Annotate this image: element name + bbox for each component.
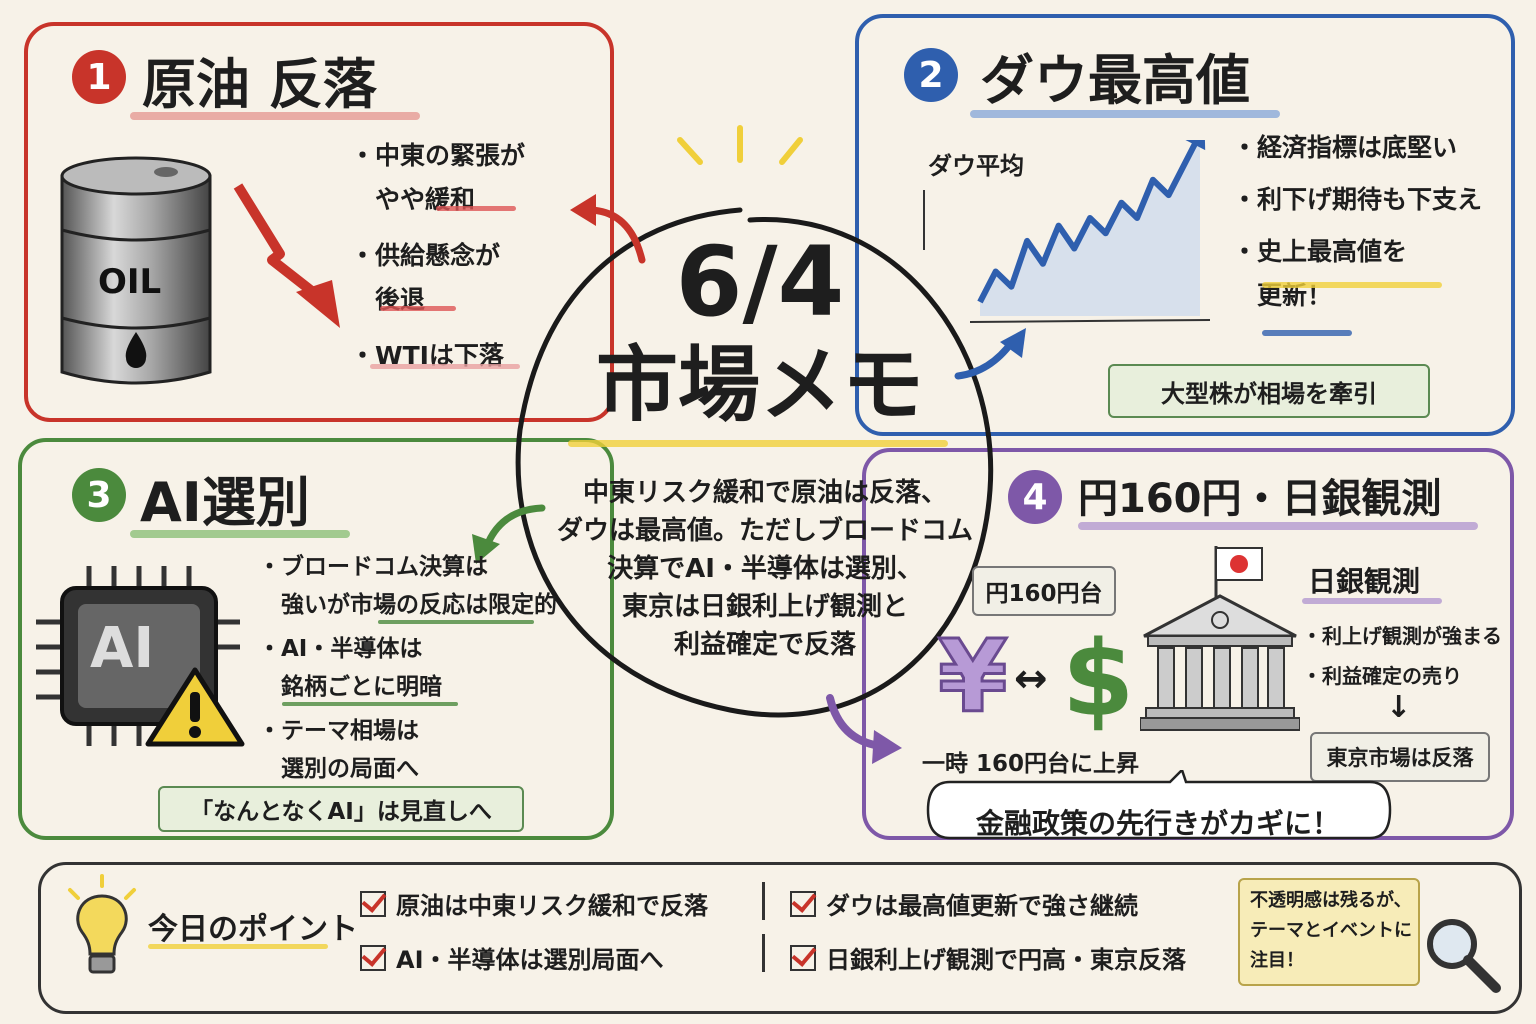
center-title-underline	[568, 440, 948, 447]
lightbulb-icon	[68, 874, 136, 974]
yen-symbol-icon: ¥	[937, 617, 1010, 737]
panel2-takeaway-box: 大型株が相場を牽引	[1108, 364, 1430, 418]
footer-point-2: ダウは最高値更新で強さ継続	[790, 886, 1138, 921]
panel3-bullets: ・ブロードコム決算は 強いが市場の反応は限定的 ・AI・半導体は 銘柄ごとに明暗…	[258, 548, 557, 788]
highlight-underline	[1262, 282, 1442, 288]
ai-chip-label: AI	[90, 616, 155, 681]
center-title: 市場メモ	[595, 338, 924, 433]
highlight-underline	[378, 620, 534, 624]
arrow-to-oil-icon	[570, 194, 646, 264]
oil-barrel-icon	[60, 156, 212, 385]
panel-ai	[18, 438, 614, 840]
speech-bubble	[926, 770, 1392, 840]
yen-160-box: 円160円台	[972, 566, 1116, 616]
dow-line-chart	[923, 140, 1211, 323]
panel2-number-badge: 2	[904, 48, 958, 102]
checkbox-icon	[790, 944, 816, 971]
ai-chip-icon	[36, 566, 240, 746]
price-down-arrow-icon	[233, 183, 340, 328]
center-summary: 中東リスク緩和で原油は反落、 ダウは最高値。ただしブロードコム 決算でAI・半導…	[556, 478, 973, 660]
panel1-title: 原油 反落	[142, 53, 377, 116]
panel3-takeaway-box: 「なんとなくAI」は見直しへ	[158, 786, 524, 832]
panel2-bullet-2: ・利下げ期待も下支え	[1232, 185, 1483, 214]
arrow-to-yen-icon	[826, 694, 902, 764]
sparkle-lines-icon	[677, 125, 803, 165]
footer-point-1: 原油は中東リスク緩和で反落	[360, 886, 708, 921]
checkbox-icon	[790, 890, 816, 917]
panel3-bullet-2: ・AI・半導体は 銘柄ごとに明暗	[258, 636, 442, 700]
footer-point-4: 日銀利上げ観測で円高・東京反落	[790, 940, 1186, 975]
dow-area-fill	[980, 140, 1200, 316]
boj-bullet-1: ・利上げ観測が強まる	[1302, 624, 1502, 648]
tokyo-market-box: 東京市場は反落	[1310, 732, 1490, 782]
panel3-title-underline	[130, 530, 350, 538]
panel3-title: AI選別	[140, 471, 310, 534]
boj-title-underline	[1302, 598, 1442, 604]
panel1-bullet-3: ・WTIは下落	[350, 341, 504, 370]
panel2-title: ダウ最高値	[980, 49, 1250, 112]
panel3-number-badge: 3	[72, 468, 126, 522]
footer-label: 今日のポイント	[148, 912, 358, 947]
checkbox-icon	[360, 944, 386, 971]
warning-icon	[145, 667, 245, 747]
footer-point-3: AI・半導体は選別局面へ	[360, 940, 664, 975]
oil-barrel-label: OIL	[98, 262, 162, 302]
down-arrow-icon: ↓	[1386, 690, 1412, 725]
panel-oil	[24, 22, 614, 422]
panel1-bullets: ・中東の緊張が やや緩和 ・供給懸念が 後退 ・WTIは下落	[350, 134, 525, 378]
center-circle	[515, 207, 994, 718]
exchange-arrow-icon: ↔	[1014, 656, 1048, 702]
arrow-to-ai-icon	[472, 504, 546, 564]
yen-note: 一時 160円台に上昇	[922, 751, 1140, 777]
panel1-bullet-1: ・中東の緊張が やや緩和	[350, 141, 526, 214]
panel2-bullet-3: ・史上最高値を 更新！	[1232, 237, 1408, 310]
highlight-underline	[1262, 330, 1352, 336]
dow-chart-label: ダウ平均	[928, 152, 1024, 180]
panel1-title-underline	[130, 112, 420, 120]
arrow-to-dow-icon	[954, 328, 1026, 380]
dollar-symbol-icon: $	[1062, 618, 1135, 740]
checkbox-icon	[360, 890, 386, 917]
highlight-underline	[436, 206, 516, 211]
panel4-title: 円160円・日銀観測	[1078, 476, 1442, 522]
footer-label-underline	[148, 944, 328, 949]
highlight-underline	[282, 702, 458, 706]
panel2-bullet-1: ・経済指標は底堅い	[1232, 133, 1458, 162]
magnifier-icon	[1427, 919, 1501, 993]
bank-building-icon	[1140, 546, 1300, 731]
dow-line	[977, 140, 1201, 304]
panel3-bullet-1: ・ブロードコム決算は 強いが市場の反応は限定的	[258, 554, 557, 618]
panel4-number-badge: 4	[1008, 470, 1062, 524]
footer-divider	[762, 934, 765, 972]
center-date: 6/4	[675, 226, 845, 338]
panel3-bullet-3: ・テーマ相場は 選別の局面へ	[258, 718, 419, 782]
footer-note-box: 不透明感は残るが、 テーマとイベントに 注目！	[1238, 878, 1420, 986]
panel4-title-underline	[1078, 522, 1478, 530]
panel-dow	[855, 14, 1515, 436]
boj-title: 日銀観測	[1308, 565, 1421, 598]
footer-panel	[38, 862, 1522, 1014]
panel2-title-underline	[970, 110, 1280, 118]
dow-arrowhead	[1185, 140, 1206, 151]
footer-divider	[762, 882, 765, 920]
speech-bubble-text: 金融政策の先行きがカギに！	[975, 807, 1340, 840]
boj-bullet-2: ・利益確定の売り	[1302, 664, 1462, 688]
panel2-bullets: ・経済指標は底堅い ・利下げ期待も下支え ・史上最高値を 更新！	[1232, 126, 1482, 318]
chart-x-axis	[969, 319, 1211, 323]
highlight-underline	[370, 364, 520, 369]
highlight-underline	[380, 306, 456, 311]
panel1-number-badge: 1	[72, 50, 126, 104]
